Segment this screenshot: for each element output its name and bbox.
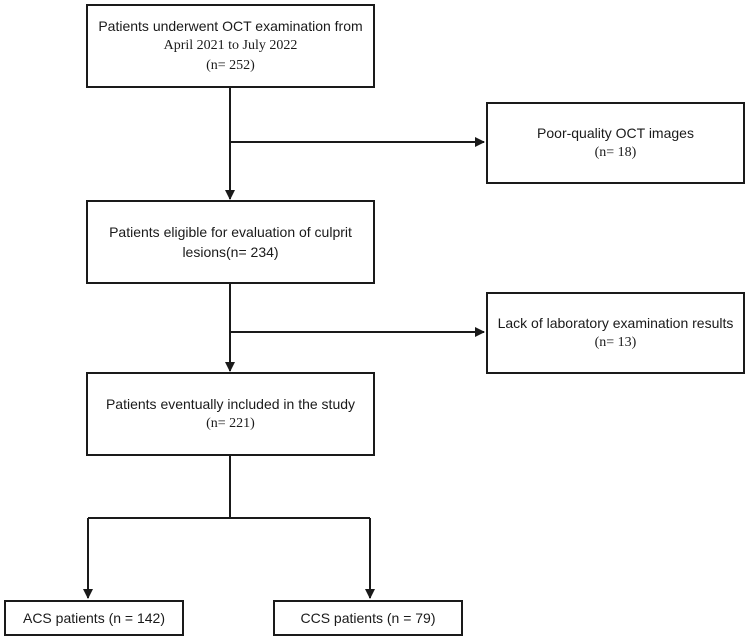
box-included-line2: (n= 221): [206, 416, 255, 431]
box-lack-lab-results: Lack of laboratory examination results (…: [486, 292, 745, 374]
box-screened-line1: Patients underwent OCT examination from: [98, 18, 363, 34]
box-screened-patients: Patients underwent OCT examination from …: [86, 4, 375, 88]
box-poor-quality-images: Poor-quality OCT images (n= 18): [486, 102, 745, 184]
box-poor-quality-line1: Poor-quality OCT images: [537, 125, 694, 141]
box-lack-lab-line1: Lack of laboratory examination results: [497, 315, 734, 331]
box-ccs-line1: CCS patients (n = 79): [300, 610, 436, 626]
box-acs-patients: ACS patients (n = 142): [4, 600, 184, 636]
box-eligible-line1-text: Patients eligible for evaluation of culp…: [109, 224, 352, 240]
box-eligible-line2: lesions(n= 234): [182, 244, 279, 260]
box-poor-quality-line2: (n= 18): [594, 145, 637, 160]
box-eligible-patients: Patients eligible for evaluation of culp…: [86, 200, 375, 284]
box-acs-line1: ACS patients (n = 142): [22, 610, 166, 626]
box-included-line1: Patients eventually included in the stud…: [105, 396, 356, 412]
box-included-patients: Patients eventually included in the stud…: [86, 372, 375, 456]
box-screened-line2: April 2021 to July 2022: [163, 38, 298, 53]
box-lack-lab-line2: (n= 13): [594, 335, 637, 350]
box-ccs-patients: CCS patients (n = 79): [273, 600, 463, 636]
box-screened-line3: (n= 252): [206, 58, 255, 73]
